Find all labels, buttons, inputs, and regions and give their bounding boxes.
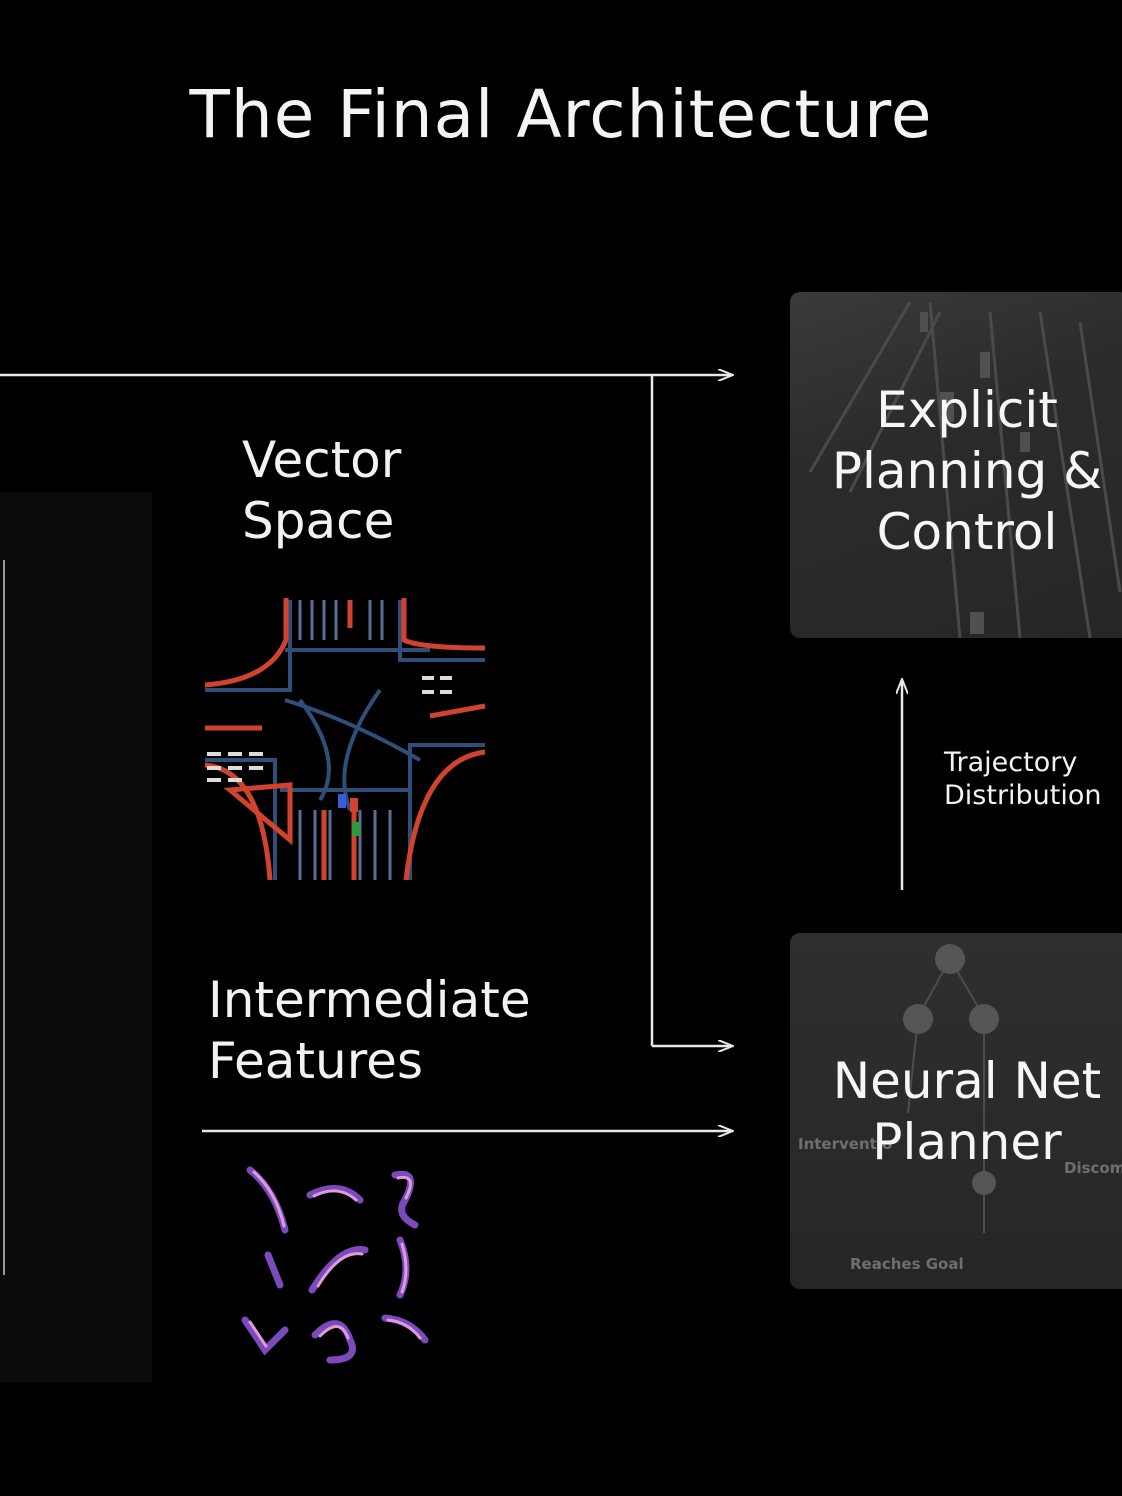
vector-space-label-line2: Space [242,492,395,550]
left-panel [0,492,152,1382]
slide-title: The Final Architecture [189,76,933,153]
explicit-line3: Control [876,503,1058,561]
explicit-planning-text: Explicit Planning & Control [822,380,1112,563]
faded-reaches-goal-label: Reaches Goal [850,1255,964,1273]
intermediate-features-label-line2: Features [208,1032,423,1090]
vector-space-intersection-image [204,598,486,881]
explicit-line1: Explicit [876,381,1058,439]
faded-intervention-label: Interventio [798,1135,893,1153]
trajectory-distribution-label-line1: Trajectory [944,747,1078,778]
vector-space-label: Vector Space [242,430,401,552]
tree-background-image [903,944,999,1233]
intermediate-features-label: Intermediate Features [208,970,531,1092]
neural-net-planner-text: Neural Net Planner [822,1051,1112,1173]
faded-discomfort-label: Discom [1064,1159,1122,1177]
vector-space-label-line1: Vector [242,431,402,489]
trajectory-distribution-label-line2: Distribution [944,780,1102,811]
neural-net-planner-box: Interventio Discom Reaches Goal Neural N… [790,933,1122,1289]
intermediate-features-label-line1: Intermediate [208,971,531,1029]
nn-line2: Planner [872,1113,1062,1171]
road-background-image [808,301,1122,638]
nn-line1: Neural Net [832,1052,1102,1110]
trajectory-distribution-label: Trajectory Distribution [944,746,1102,812]
explicit-planning-control-box: Explicit Planning & Control [790,292,1122,638]
intermediate-features-image [241,1166,429,1364]
explicit-line2: Planning & [831,442,1103,500]
left-vertical-line [3,560,5,1275]
